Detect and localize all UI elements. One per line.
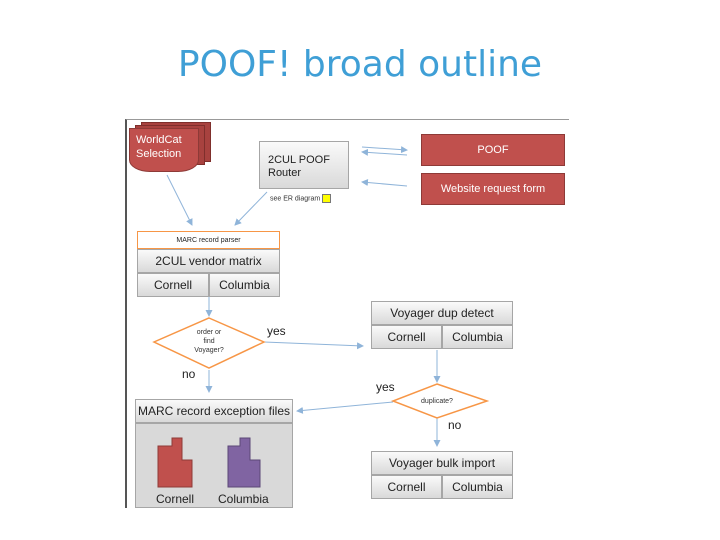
vendor-matrix-header: 2CUL vendor matrix [137,249,280,273]
dup-detect-cornell: Cornell [371,325,442,349]
arrow-dup-yes-to-exception [296,401,394,414]
website-form-box: Website request form [421,173,565,205]
cornell-file-icon [157,437,193,488]
exception-file-icons [157,437,261,488]
slide-title: POOF! broad outline [177,44,543,85]
arrow-yes-to-dup [263,341,364,350]
connector-lines [152,146,490,447]
decision1-diamond [152,317,266,369]
bulk-import-cornell: Cornell [371,475,442,499]
decision1-label: order or find Voyager? [194,329,224,354]
arrow-router-to-poof [361,146,408,154]
dup-detect-header: Voyager dup detect [371,301,513,325]
vendor-matrix-columbia: Columbia [209,273,280,297]
arrow-form-to-router [361,179,408,187]
router-box: 2CUL POOF Router [259,141,349,189]
bulk-import-columbia: Columbia [442,475,513,499]
marc-parser-box: MARC record parser [137,231,280,249]
vendor-matrix-cornell: Cornell [137,273,209,297]
bulk-import-header: Voyager bulk import [371,451,513,475]
note-icon [322,194,332,203]
marc-exception-panel: Cornell Columbia [135,423,293,508]
no1-label: no [182,367,196,381]
columbia-file-icon [227,437,261,488]
yes2-label: yes [376,380,395,394]
flow-diagram: WorldCat Selection 2CUL POOF Router see … [125,119,569,508]
arrow-router-to-matrix [234,191,268,226]
worldcat-selection: WorldCat Selection [129,128,199,172]
exception-columbia-label: Columbia [218,492,269,506]
arrow-worldcat-to-matrix [166,174,193,226]
marc-parser-label: MARC record parser [176,236,241,244]
see-er-diagram-link[interactable]: see ER diagram [270,194,332,203]
arrow-poof-to-router [361,148,408,156]
marc-exception-header: MARC record exception files [135,399,293,423]
dup-detect-columbia: Columbia [442,325,513,349]
exception-cornell-label: Cornell [156,492,195,506]
decision2-label: duplicate? [421,398,453,405]
poof-box: POOF [421,134,565,166]
no2-label: no [448,418,462,432]
decision2-diamond [390,383,490,419]
yes1-label: yes [267,324,286,338]
